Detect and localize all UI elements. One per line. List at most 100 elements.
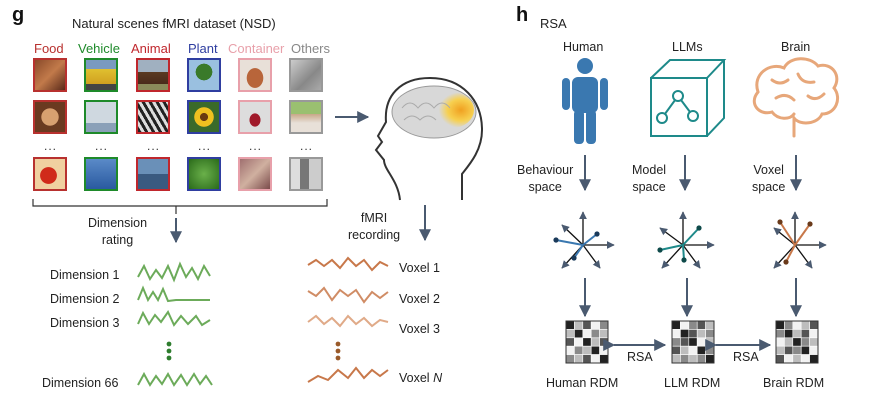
rdm-cell [574,337,584,347]
rdm-cell [705,329,715,339]
voxel-n-italic: N [433,371,443,385]
animal-image [136,58,170,92]
dimension-66-trace [137,371,213,387]
rdm-cell [688,345,698,355]
rdm-cell [800,354,810,364]
rdm-cell [590,354,600,364]
rdm-cell [784,329,794,339]
point [696,225,702,231]
rdm-cell [705,354,715,364]
human-icon [562,58,608,144]
rdm-cell [775,345,785,355]
others-image [289,58,323,92]
rdm-cell [565,354,575,364]
column-human: Human [563,40,604,54]
rdm-cell [671,337,681,347]
point [594,231,600,237]
brain-rdm-label: Brain RDM [763,376,825,390]
ellipsis: ... [198,139,212,153]
rdm-cell [582,329,592,339]
rdm-cell [800,345,810,355]
rdm-cell [792,345,802,355]
rdm-cell [680,345,690,355]
dimension-3-label: Dimension 3 [50,316,120,330]
rdm-cell [809,337,819,347]
dimension-66-label: Dimension 66 [42,376,119,390]
orange-dot [335,341,341,347]
rdm-cell [775,320,785,330]
ellipsis: ... [300,139,314,153]
dimension-rating-line-1: Dimension [88,216,148,230]
voxel-1-label: Voxel 1 [399,261,441,275]
rdm-cell [680,354,690,364]
ellipsis: ... [249,139,263,153]
rdm-cell [574,345,584,355]
category-vehicle: Vehicle [78,41,120,56]
rdm-cell [792,329,802,339]
rdm-cell [574,320,584,330]
fmri-recording-line-2: recording [348,228,401,242]
rdm-cell [590,320,600,330]
point [777,219,783,225]
rdm-cell [565,329,575,339]
rdm-cell [599,354,609,364]
human-rdm-label: Human RDM [546,376,619,390]
rdm-cell [671,320,681,330]
rdm-cell [775,329,785,339]
rsa-label: RSA [627,350,653,364]
rdm-cell [582,345,592,355]
dimension-rating-label: Dimension rating [88,215,147,249]
others-image [289,157,323,191]
dimension-3-trace [137,310,211,327]
point [807,221,813,227]
rdm-cell [680,329,690,339]
rdm-cell [599,345,609,355]
rdm-cell [590,329,600,339]
rdm-cell [565,337,575,347]
plant-image [187,100,221,134]
food-image [33,157,67,191]
model-space-line-2: space [632,180,666,194]
rdm-cell [582,337,592,347]
container-image [238,58,272,92]
rdm-cell [599,329,609,339]
rdm-cell [696,345,706,355]
rdm-cell [800,329,810,339]
animal-image [136,100,170,134]
food-image [33,58,67,92]
rdm-cell [696,329,706,339]
animal-image [136,157,170,191]
rdm-cell [688,320,698,330]
vehicle-image [84,100,118,134]
voxel-3-label: Voxel 3 [399,322,441,336]
column-llms: LLMs [672,40,703,54]
panel-g-letter: g [12,4,25,26]
point [553,237,559,243]
category-others: Others [291,41,331,56]
rdm-cell [565,345,575,355]
container-image [238,100,272,134]
rdm-cell [671,354,681,364]
rdm-cell [680,337,690,347]
llm-rdm-matrix [671,320,715,364]
rdm-cell [696,337,706,347]
voxel-2-trace [307,286,389,304]
voxel-n-label: Voxel N [399,371,442,385]
rdm-cell [565,320,575,330]
ellipsis: ... [147,139,161,153]
rdm-cell [688,329,698,339]
rdm-border [775,320,819,364]
dimension-1-trace [137,261,211,283]
dimension-rating-line-2: rating [101,233,134,247]
rdm-cell [809,329,819,339]
llm-cube-icon [650,59,727,137]
rsa-title: RSA [540,16,567,31]
rdm-cell [582,320,592,330]
dimension-1-label: Dimension 1 [50,268,120,282]
voxel-space-plot [773,211,827,269]
green-dot [166,355,172,361]
llm-rdm-label: LLM RDM [664,376,721,390]
rdm-cell [590,345,600,355]
rdm-cell [574,329,584,339]
